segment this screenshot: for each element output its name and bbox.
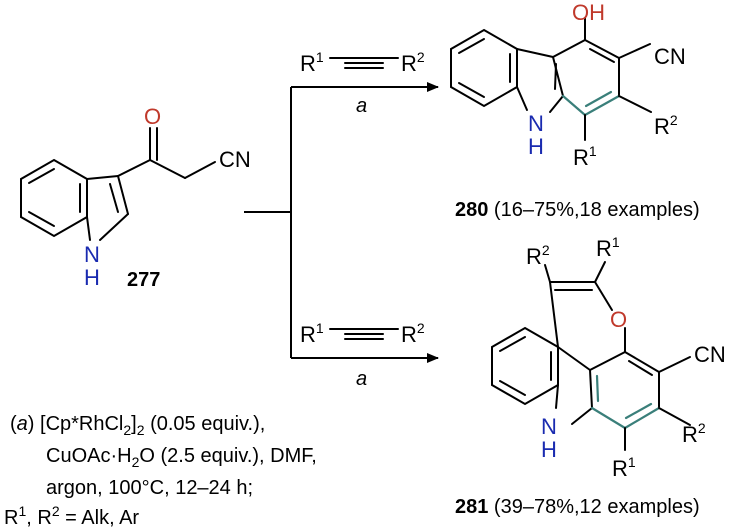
compound-number-277: 277 [127, 269, 160, 291]
atom-h-280: H [528, 134, 544, 159]
svg-text:R2: R2 [526, 242, 550, 269]
reagent-label-top: a [356, 95, 367, 117]
reaction-arrows [244, 82, 439, 363]
atom-oh-280: OH [572, 0, 605, 25]
reaction-conditions: (a) [Cp*RhCl2]2 (0.05 equiv.), CuOAc·H2O… [4, 413, 317, 529]
svg-text:R2: R2 [682, 420, 706, 447]
svg-text:R2: R2 [401, 320, 425, 347]
svg-text:R1: R1 [596, 234, 620, 261]
alkyne-reagent-top: R1 R2 a [300, 49, 425, 117]
atom-cn-281: CN [694, 342, 726, 367]
conditions-line-3: argon, 100°C, 12–24 h; [46, 477, 253, 499]
svg-text:R1: R1 [300, 320, 324, 347]
conditions-line-1: (a) [Cp*RhCl2]2 (0.05 equiv.), [10, 413, 265, 438]
atom-h-281: H [541, 437, 557, 462]
atom-cn-280: CN [654, 44, 686, 69]
atom-n-277: N [84, 242, 100, 267]
atom-cn-277: CN [219, 147, 251, 172]
atom-n-280: N [528, 111, 544, 136]
reagent-label-bottom: a [356, 368, 367, 390]
compound-280-caption: 280 (16–75%,18 examples) [455, 199, 700, 221]
atom-h-277: H [84, 265, 100, 290]
atom-oxygen-281: O [610, 307, 627, 332]
compound-281-structure: R2 R1 O CN R2 R1 N H 281 (39–78%,12 exam… [455, 234, 726, 518]
new-bond [583, 94, 621, 117]
svg-text:R1: R1 [573, 143, 597, 170]
compound-280-structure: OH CN R2 R1 N H 280 (16–75%,18 examples) [450, 0, 700, 221]
atom-oxygen-277: O [144, 104, 161, 129]
atom-n-281: N [541, 414, 557, 439]
svg-text:R1: R1 [300, 49, 324, 76]
conditions-line-4: R1, R2 = Alk, Ar [4, 503, 139, 529]
svg-text:R2: R2 [401, 49, 425, 76]
svg-text:R2: R2 [654, 112, 678, 139]
compound-277-structure: O CN N H 277 [20, 104, 251, 291]
alkyne-reagent-bottom: R1 R2 a [300, 320, 425, 390]
svg-text:R1: R1 [612, 454, 636, 481]
benzene-ring [20, 158, 88, 238]
compound-281-caption: 281 (39–78%,12 examples) [455, 496, 700, 518]
conditions-line-2: CuOAc·H2O (2.5 equiv.), DMF, [46, 445, 317, 470]
